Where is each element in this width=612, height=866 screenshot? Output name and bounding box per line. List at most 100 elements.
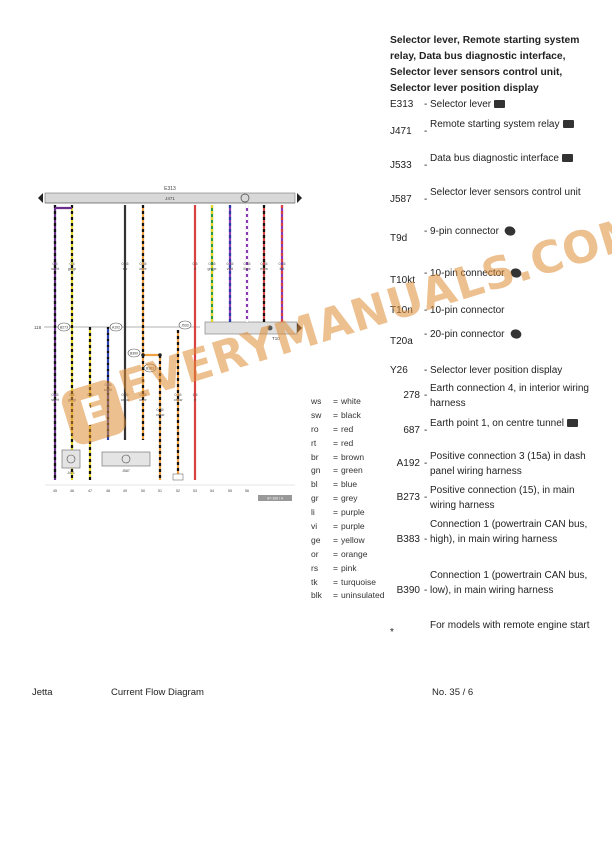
- component-desc: 10-pin connector: [430, 305, 505, 316]
- component-desc: Selector lever sensors control unit: [430, 187, 581, 198]
- wire-color-label: sw/rt: [51, 398, 59, 402]
- color-legend: ws=white sw=black ro=red rt=red br=brown…: [311, 395, 401, 603]
- track-number: 50: [141, 489, 145, 493]
- component-code: *: [390, 627, 394, 638]
- component-desc: 20-pin connector: [430, 329, 505, 340]
- legend-color-name: grey: [341, 493, 358, 504]
- component-desc: Earth connection 4, in interior wiring h…: [430, 383, 589, 409]
- wire-color-label: ge/gr: [68, 398, 77, 402]
- component-row-j533: J533-Data bus diagnostic interface: [390, 151, 590, 173]
- component-row-t10kt: T10kt-10-pin connector: [390, 266, 590, 288]
- component-row-b383: B383-Connection 1 (powertrain CAN bus, h…: [390, 517, 590, 547]
- legend-color-name: pink: [341, 562, 357, 573]
- footer-doc-type: Current Flow Diagram: [111, 687, 204, 698]
- connection-nodes: B273 A192 B390 B383 J533: [57, 320, 192, 373]
- legend-code: gr: [311, 493, 319, 504]
- connector-icon: [503, 224, 517, 239]
- right-box-arrow: [297, 323, 302, 333]
- legend-row: gn=green: [311, 464, 401, 478]
- track-number: 55: [228, 489, 232, 493]
- component-code: 687: [403, 425, 420, 436]
- wire-color-label: vi/bl: [227, 267, 234, 271]
- wire-size-label: 0.35: [122, 262, 129, 266]
- component-code: E313: [390, 99, 414, 110]
- legend-row: tk=turquoise: [311, 576, 401, 590]
- wire-size-label: 0.35: [105, 383, 112, 387]
- node-label: B390: [130, 352, 138, 356]
- wire-size-label: 0.5: [193, 262, 198, 266]
- legend-color-name: purple: [341, 521, 365, 532]
- node-label: B383: [146, 367, 154, 371]
- wire-color-label: sw/rt: [51, 267, 59, 271]
- component-code: A192: [396, 458, 420, 469]
- wire-size-label: 0.5: [70, 393, 75, 397]
- component-row-j471: J471-Remote starting system relay: [390, 117, 590, 139]
- control-unit-icon: [561, 154, 573, 163]
- component-code: T9d: [390, 233, 408, 244]
- wire-color-label: or/sw: [121, 398, 130, 402]
- node-marker: [178, 320, 192, 330]
- right-box-symbol: [267, 325, 273, 331]
- component-row-e313: E313-Selector lever: [390, 97, 590, 112]
- bottom-left-label: J471: [67, 471, 75, 475]
- wire-color-label: li/ws: [244, 267, 251, 271]
- component-desc: Remote starting system relay: [430, 119, 560, 130]
- legend-row: vi=purple: [311, 520, 401, 534]
- legend-row: rt=red: [311, 437, 401, 451]
- wire-color-label: ge/gr: [86, 398, 95, 402]
- component-code: T20a: [390, 336, 413, 347]
- wire-size-label: 1.5: [193, 393, 198, 397]
- bottom-ref-box: [258, 495, 292, 501]
- node-label: J533: [181, 324, 188, 328]
- control-unit-symbol: [121, 454, 131, 464]
- component-desc: Positive connection 3 (15a) in dash pane…: [430, 451, 586, 477]
- component-row-687: 687-Earth point 1, on centre tunnel: [390, 416, 590, 438]
- component-row-t10n: T10n-10-pin connector: [390, 303, 590, 318]
- legend-code: vi: [311, 521, 318, 532]
- track-number: 53: [193, 489, 197, 493]
- component-desc: Positive connection (15), in main wiring…: [430, 485, 575, 511]
- legend-code: tk: [311, 576, 318, 587]
- legend-row: gr=grey: [311, 492, 401, 506]
- component-list-title: Selector lever, Remote starting system r…: [390, 35, 580, 94]
- track-number: 46: [70, 489, 74, 493]
- component-desc: Selector lever: [430, 99, 492, 110]
- legend-code: bl: [311, 479, 318, 490]
- footer-model: Jetta: [32, 687, 53, 698]
- legend-color-name: purple: [341, 507, 365, 518]
- connector-icon: [508, 327, 523, 342]
- wire-size-label: 0.35: [227, 262, 234, 266]
- wire-color-label: or/br: [139, 398, 147, 402]
- wire-top-labels: 0.5 sw/rt 0.5 ge/gr 0.35 sw 0.35 or/br 0…: [51, 262, 285, 271]
- bottom-box-label: J587: [122, 469, 130, 473]
- junction-dot: [158, 353, 162, 357]
- legend-code: ro: [311, 423, 319, 434]
- wire-group: [53, 205, 284, 480]
- legend-code: gn: [311, 465, 321, 476]
- right-box-label: T10: [272, 336, 280, 341]
- wire-color-label: or/sw: [156, 413, 165, 417]
- wire-size-label: 0.5: [70, 262, 75, 266]
- wire-size-label: 0.35: [279, 262, 286, 266]
- legend-code: li: [311, 507, 315, 518]
- component-row-note: *-For models with remote engine start: [390, 618, 590, 640]
- legend-code: br: [311, 451, 319, 462]
- wire-size-label: 0.35: [140, 262, 147, 266]
- bottom-ref-label: 97-100 / 4: [267, 497, 283, 501]
- legend-row: li=purple: [311, 506, 401, 520]
- wire-color-label: rt/sw: [260, 267, 268, 271]
- component-code: B390: [396, 585, 420, 596]
- component-row-t9d: T9d-9-pin connector: [390, 224, 590, 246]
- wire-size-label: 0.35: [52, 393, 59, 397]
- legend-row: ge=yellow: [311, 534, 401, 548]
- earth-point-marker: [172, 473, 184, 481]
- wire-size-label: 0.35: [122, 393, 129, 397]
- track-number: 52: [176, 489, 180, 493]
- legend-row: or=orange: [311, 548, 401, 562]
- legend-color-name: orange: [341, 548, 368, 559]
- wire-size-label: 0.35: [157, 408, 164, 412]
- component-row-278: 278-Earth connection 4, in interior wiri…: [390, 381, 590, 411]
- wire-size-label: 0.35: [175, 393, 182, 397]
- wire-size-label: 0.35: [244, 262, 251, 266]
- component-row-b390: B390-Connection 1 (powertrain CAN bus, l…: [390, 568, 590, 598]
